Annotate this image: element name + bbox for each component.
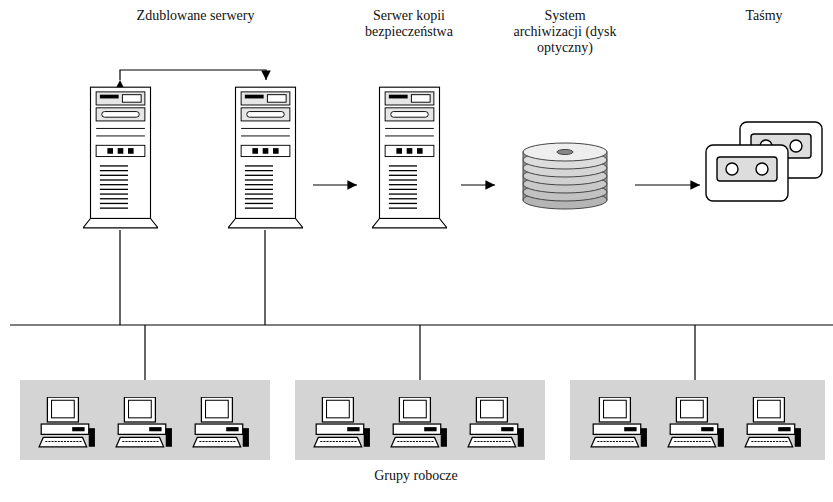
data-flow-arrow [461, 184, 495, 185]
node-label: Zdublowane serwery [136, 8, 256, 24]
node-label: Taśmy [714, 8, 814, 24]
component-node: Serwer kopii bezpieczeństwa [357, 8, 461, 233]
data-flow-arrow [313, 184, 357, 185]
group-caption: Grupy robocze [374, 468, 458, 484]
node-label: Serwer kopii bezpieczeństwa [357, 8, 461, 40]
data-flow-arrow [635, 184, 700, 185]
node-label: System archiwizacji (dysk optyczny) [509, 8, 621, 56]
component-node: Taśmy [700, 8, 828, 233]
component-node: System archiwizacji (dysk optyczny) [495, 8, 635, 233]
component-node: Zdublowane serwery [78, 8, 313, 233]
